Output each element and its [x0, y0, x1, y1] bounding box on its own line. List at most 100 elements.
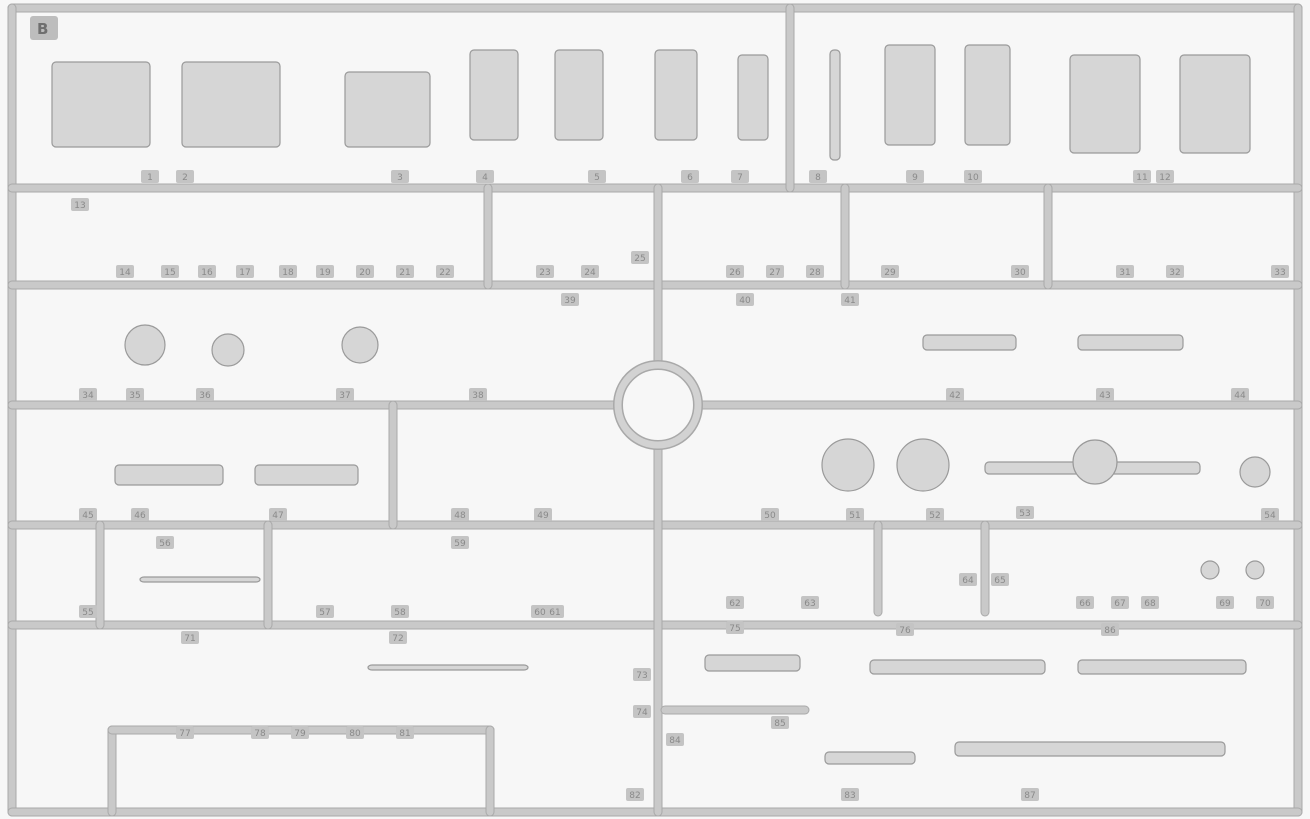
part-number: 43 — [1099, 391, 1110, 401]
part-number: 60 — [534, 608, 546, 618]
part-number-tag: 52 — [926, 508, 944, 521]
kit-parts — [51, 44, 1271, 765]
part-number-tag: 48 — [451, 508, 469, 521]
part-number-tag: 46 — [131, 508, 149, 521]
part-number-tag: 27 — [766, 265, 784, 278]
part-number-tag: 16 — [198, 265, 216, 278]
part-number: 62 — [729, 599, 740, 609]
part-number: 81 — [399, 729, 410, 739]
part-number-tag: 55 — [79, 605, 97, 618]
part-number-tag: 54 — [1261, 508, 1279, 521]
part-number: 72 — [392, 634, 403, 644]
part-number: 51 — [849, 511, 860, 521]
part-number: 37 — [339, 391, 350, 401]
round-part — [821, 438, 875, 492]
part-number: 34 — [82, 391, 94, 401]
part-number: 45 — [82, 511, 93, 521]
part-number: 63 — [804, 599, 815, 609]
rod-part — [829, 49, 841, 161]
round-part — [124, 324, 166, 366]
part-number: 52 — [929, 511, 940, 521]
round-part — [1200, 560, 1220, 580]
crossmember-part — [254, 464, 359, 486]
round-part — [1072, 439, 1118, 485]
part-number: 85 — [774, 719, 785, 729]
part-number-tag: 64 — [959, 573, 977, 586]
part-number: 8 — [815, 173, 821, 183]
part-number: 55 — [82, 608, 93, 618]
part-number: 47 — [272, 511, 283, 521]
part-number: 27 — [769, 268, 780, 278]
part-number-tag: 17 — [236, 265, 254, 278]
part-number-tag: 66 — [1076, 596, 1094, 609]
part-number-tag: 47 — [269, 508, 287, 521]
part-number-tag: 71 — [181, 631, 199, 644]
rail-part — [1077, 659, 1247, 675]
part-number: 35 — [129, 391, 140, 401]
part-number-tag: 32 — [1166, 265, 1184, 278]
part-number: 10 — [967, 173, 979, 183]
louver-panel-part — [964, 44, 1011, 146]
part-number-tag: 41 — [841, 293, 859, 306]
sprue-frame — [7, 3, 1303, 817]
part-number-tag: 74 — [633, 705, 651, 718]
part-number-tag: 29 — [881, 265, 899, 278]
part-number-tag: 12 — [1156, 170, 1174, 183]
part-number: 80 — [349, 729, 361, 739]
round-part — [1245, 560, 1265, 580]
part-number: 54 — [1264, 511, 1276, 521]
part-number-tag: 58 — [391, 605, 409, 618]
part-number-tag: 84 — [666, 733, 684, 746]
part-number-tag: 75 — [726, 621, 744, 634]
radiator-frame-part — [181, 61, 281, 148]
sprue-letter-tag: B — [30, 16, 58, 40]
louver-panel-part — [884, 44, 936, 146]
part-number: 38 — [472, 391, 484, 401]
part-number: 87 — [1024, 791, 1035, 801]
part-number-tag: 51 — [846, 508, 864, 521]
part-number-tag: 15 — [161, 265, 179, 278]
part-number-tag: 45 — [79, 508, 97, 521]
part-number: 67 — [1114, 599, 1125, 609]
part-number-tag: 2 — [176, 170, 194, 183]
part-number: 14 — [119, 268, 131, 278]
part-number: 3 — [397, 173, 403, 183]
part-number-tag: 22 — [436, 265, 454, 278]
part-number-tag: 33 — [1271, 265, 1289, 278]
part-number: 83 — [844, 791, 855, 801]
part-number-tag: 73 — [633, 668, 651, 681]
part-number-tag: 69 — [1216, 596, 1234, 609]
part-number: 23 — [539, 268, 550, 278]
part-number: 40 — [739, 296, 751, 306]
frame-rail-part — [704, 654, 801, 672]
round-part — [341, 326, 379, 364]
part-number-tag: 30 — [1011, 265, 1029, 278]
part-number: 41 — [844, 296, 855, 306]
part-number-tag: 6 — [681, 170, 699, 183]
part-number: 53 — [1019, 509, 1030, 519]
part-number: 48 — [454, 511, 466, 521]
part-number-tag: 4 — [476, 170, 494, 183]
part-number: 19 — [319, 268, 331, 278]
part-number-tag: 67 — [1111, 596, 1129, 609]
part-number-tag: 19 — [316, 265, 334, 278]
part-number: 77 — [179, 729, 190, 739]
part-number: 18 — [282, 268, 294, 278]
part-number-tag: 31 — [1116, 265, 1134, 278]
bracket-part — [922, 334, 1017, 351]
rod-part — [139, 576, 261, 583]
part-number-tag: 26 — [726, 265, 744, 278]
part-number-tag: 34 — [79, 388, 97, 401]
bumper-part — [954, 741, 1226, 757]
part-number-tag: 79 — [291, 726, 309, 739]
part-number: 75 — [729, 624, 740, 634]
part-number: 56 — [159, 539, 171, 549]
part-number-tag: 65 — [991, 573, 1009, 586]
part-number-tag: 81 — [396, 726, 414, 739]
part-number-tag: 13 — [71, 198, 89, 211]
part-number-tag: 5 — [588, 170, 606, 183]
part-number-tag: 9 — [906, 170, 924, 183]
part-number-tag: 39 — [561, 293, 579, 306]
